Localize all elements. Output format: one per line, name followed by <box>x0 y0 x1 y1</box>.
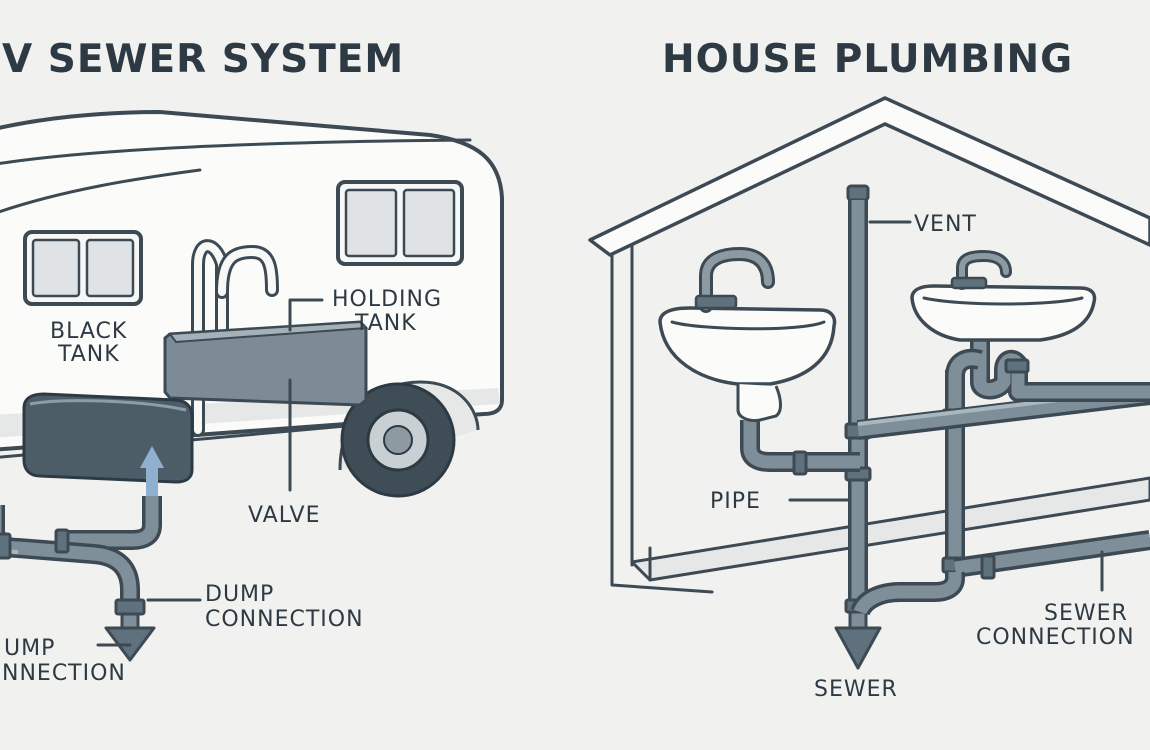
holding-tank-label-line1: HOLDING <box>332 287 442 312</box>
house-outline <box>588 96 1150 594</box>
rv-vent-pipe <box>191 239 279 437</box>
flow-arrow-icon <box>140 446 164 496</box>
rv-window-left <box>23 230 143 306</box>
rv-window-right <box>336 180 464 266</box>
p-trap <box>945 340 1150 402</box>
sewer-arrow-icon <box>834 626 882 670</box>
dump-connection-label-line2: CONNECTION <box>205 607 364 632</box>
vent-label: VENT <box>914 212 977 237</box>
sewer-connection-label-line1: SEWER <box>1044 601 1128 626</box>
rv-wheel <box>338 380 480 498</box>
rv-callouts <box>96 298 324 647</box>
house-plumbing-title: HOUSE PLUMBING <box>662 37 1073 82</box>
secondary-stack <box>941 370 969 574</box>
rv-drain-pipes <box>0 496 162 662</box>
right-sink <box>910 249 1097 342</box>
holding-tank-label-line2: TANK <box>354 311 417 336</box>
black-tank-label-line2: TANK <box>57 342 120 367</box>
house-panel: HOUSE PLUMBING <box>588 37 1150 702</box>
house-callouts <box>788 220 1104 592</box>
valve-label: VALVE <box>248 503 320 528</box>
sewer-connection-label-line2: CONNECTION <box>976 625 1135 650</box>
sewer-label: SEWER <box>814 677 898 702</box>
dump-connection-cut-label-line1: UMP <box>4 636 55 661</box>
left-sink <box>658 246 837 422</box>
black-tank <box>22 392 194 484</box>
pipe-label: PIPE <box>710 489 761 514</box>
rv-sewer-system-title: V SEWER SYSTEM <box>2 37 404 82</box>
black-tank-label-line1: BLACK <box>50 319 127 344</box>
dump-connection-cut-label-line2: NNECTION <box>2 661 126 686</box>
holding-tank <box>163 320 369 407</box>
vent-stack <box>834 184 882 670</box>
dump-connection-label-line1: DUMP <box>205 582 274 607</box>
rv-panel: V SEWER SYSTEM <box>0 37 504 686</box>
